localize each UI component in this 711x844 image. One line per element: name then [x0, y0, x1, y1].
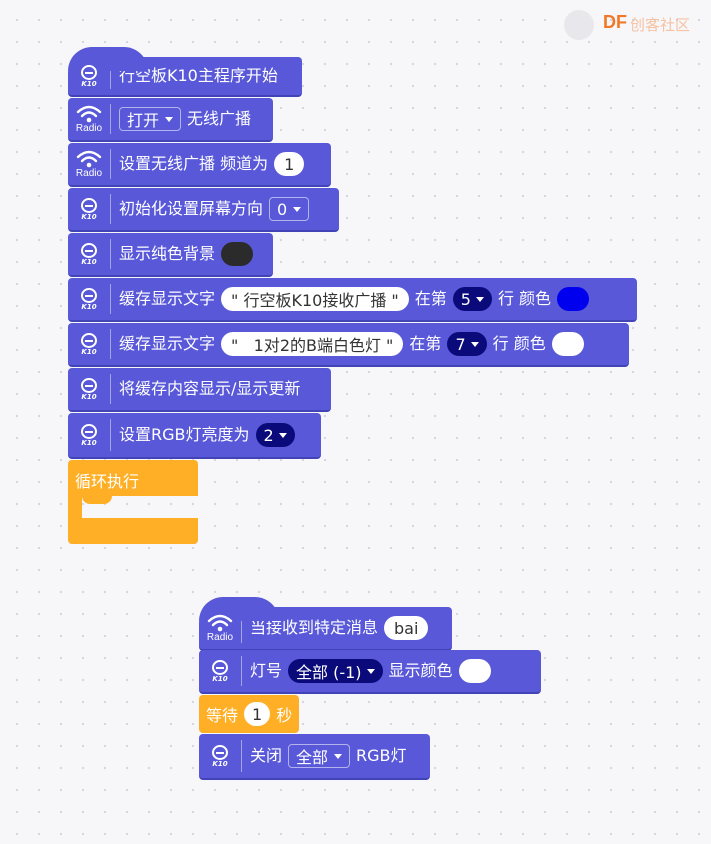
row-suffix-label: 行 颜色	[497, 289, 552, 308]
loop-notch	[82, 496, 112, 504]
row-prefix-label: 在第	[409, 334, 442, 353]
radio-toggle-block[interactable]: Radio 打开 无线广播	[68, 98, 273, 142]
row-dropdown[interactable]: 5	[452, 287, 492, 311]
chevron-down-icon	[293, 206, 302, 212]
radio-icon: Radio	[199, 607, 241, 649]
k10-icon: K10	[199, 734, 241, 778]
rgb-brightness-block[interactable]: K10 设置RGB灯亮度为 2	[68, 413, 321, 459]
radio-icon: Radio	[68, 143, 110, 185]
channel-input[interactable]: 1	[274, 152, 305, 176]
block-label: 等待	[206, 706, 239, 725]
cache-display-update-block[interactable]: K10 将缓存内容显示/显示更新	[68, 368, 331, 412]
unit-label: 秒	[276, 706, 293, 725]
suffix-label: 显示颜色	[388, 661, 453, 680]
row-dropdown[interactable]: 7	[447, 332, 487, 356]
led-off-block[interactable]: K10 关闭 全部 RGB灯	[199, 734, 430, 780]
loop-bottom	[68, 518, 198, 544]
text-color-picker[interactable]	[551, 332, 584, 356]
led-color-picker[interactable]	[458, 659, 491, 683]
k10-main-start-block[interactable]: K10 行空板K10主程序开始	[68, 47, 302, 97]
k10-icon: K10	[68, 413, 110, 457]
block-label: 行空板K10主程序开始	[119, 66, 278, 85]
loop-arm	[68, 496, 82, 520]
block-label: 关闭	[250, 746, 283, 765]
suffix-label: RGB灯	[356, 746, 407, 765]
wait-seconds-input[interactable]: 1	[244, 702, 271, 726]
led-off-dropdown[interactable]: 全部	[288, 744, 351, 768]
block-label: 设置无线广播 频道为	[119, 154, 269, 173]
k10-icon: K10	[199, 650, 241, 692]
block-label: 缓存显示文字	[119, 334, 216, 353]
text-input[interactable]: " 1对2的B端白色灯 "	[221, 332, 404, 356]
block-label: 初始化设置屏幕方向	[119, 199, 264, 218]
screen-orientation-block[interactable]: K10 初始化设置屏幕方向 0	[68, 188, 339, 232]
receive-message-hat-block[interactable]: Radio 当接收到特定消息 bai	[199, 597, 452, 651]
block-label: 显示纯色背景	[119, 244, 216, 263]
k10-icon: K10	[68, 57, 110, 95]
led-index-dropdown[interactable]: 全部 (-1)	[288, 659, 383, 683]
wait-block[interactable]: 等待 1 秒	[199, 695, 300, 733]
k10-icon: K10	[68, 233, 110, 275]
solid-background-block[interactable]: K10 显示纯色背景	[68, 233, 273, 277]
k10-icon: K10	[68, 323, 110, 365]
dfrobot-logo: DF 创客社区	[560, 4, 710, 44]
block-label: 无线广播	[187, 109, 252, 128]
background-color-picker[interactable]	[221, 242, 254, 266]
text-input[interactable]: " 行空板K10接收广播 "	[221, 287, 409, 311]
k10-icon: K10	[68, 368, 110, 410]
brightness-dropdown[interactable]: 2	[255, 423, 295, 447]
text-color-picker[interactable]	[557, 287, 590, 311]
block-label: 循环执行	[75, 472, 140, 491]
logo-subtitle: 创客社区	[630, 16, 691, 34]
row-suffix-label: 行 颜色	[492, 334, 546, 353]
chevron-down-icon	[470, 341, 479, 347]
led-color-block[interactable]: K10 灯号 全部 (-1) 显示颜色	[199, 650, 541, 694]
orientation-dropdown[interactable]: 0	[269, 197, 310, 221]
chevron-down-icon	[366, 668, 375, 674]
chevron-down-icon	[278, 432, 287, 438]
message-input[interactable]: bai	[384, 616, 429, 640]
radio-state-dropdown[interactable]: 打开	[119, 107, 182, 131]
radio-icon: Radio	[68, 98, 110, 140]
block-label: 灯号	[250, 661, 283, 680]
block-label: 缓存显示文字	[119, 289, 216, 308]
logo-brand: DF	[603, 12, 627, 32]
block-label: 设置RGB灯亮度为	[119, 425, 250, 444]
k10-icon: K10	[68, 188, 110, 230]
radio-channel-block[interactable]: Radio 设置无线广播 频道为 1	[68, 143, 331, 187]
cache-text-block-1[interactable]: K10 缓存显示文字 " 行空板K10接收广播 " 在第 5 行 颜色	[68, 278, 637, 322]
k10-icon: K10	[68, 278, 110, 320]
chevron-down-icon	[334, 753, 343, 759]
row-prefix-label: 在第	[414, 289, 447, 308]
logo-badge-icon	[564, 10, 594, 40]
chevron-down-icon	[475, 296, 484, 302]
chevron-down-icon	[165, 116, 174, 122]
hat-cap	[68, 47, 148, 71]
forever-loop-block[interactable]: 循环执行	[68, 460, 198, 544]
cache-text-block-2[interactable]: K10 缓存显示文字 " 1对2的B端白色灯 " 在第 7 行 颜色	[68, 323, 629, 367]
block-label: 当接收到特定消息	[250, 618, 379, 637]
block-label: 将缓存内容显示/显示更新	[119, 379, 301, 398]
